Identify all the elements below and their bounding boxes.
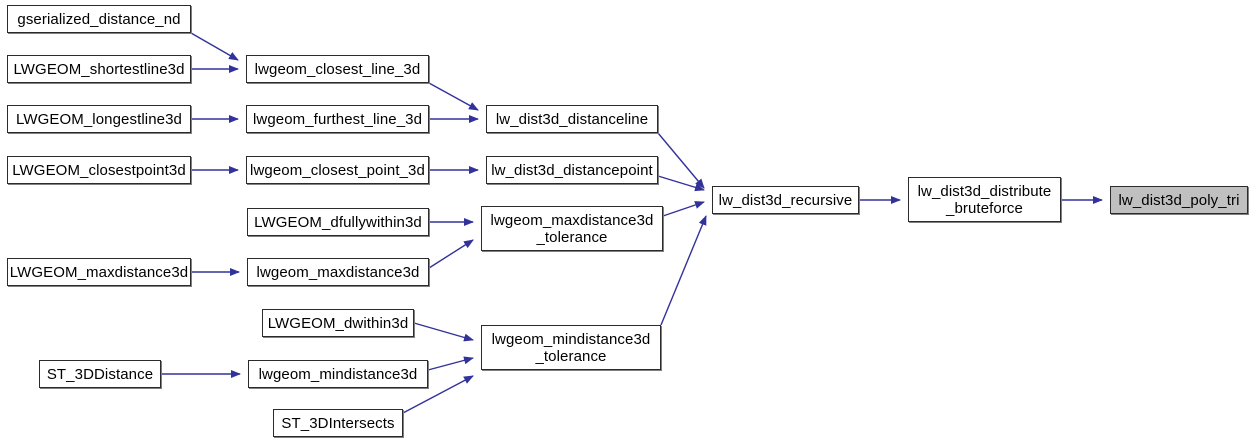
- edge-lw_dist3d_distancepoint-to-lw_dist3d_recursive: [657, 175, 705, 192]
- node-label: LWGEOM_dfullywithin3d: [254, 213, 422, 231]
- edge-lwgeom_maxdistance3d_tolerance-to-lw_dist3d_recursive: [662, 201, 705, 217]
- node-label: lwgeom_mindistance3d _tolerance: [491, 330, 651, 365]
- node-label: lwgeom_closest_point_3d: [250, 161, 425, 179]
- node-label: lw_dist3d_distribute _bruteforce: [917, 182, 1052, 217]
- edge-lwgeom_maxdistance3d-to-lwgeom_maxdistance3d_tolerance: [428, 239, 474, 269]
- node-label: gserialized_distance_nd: [17, 10, 181, 28]
- node-label: LWGEOM_longestline3d: [16, 110, 182, 128]
- node-LWGEOM_closestpoint3d[interactable]: LWGEOM_closestpoint3d: [7, 156, 191, 184]
- node-lw_dist3d_distanceline[interactable]: lw_dist3d_distanceline: [486, 105, 658, 133]
- node-label: lwgeom_maxdistance3d _tolerance: [490, 211, 654, 246]
- node-gserialized_distance_nd[interactable]: gserialized_distance_nd: [7, 5, 191, 33]
- node-label: ST_3DDistance: [46, 365, 154, 383]
- node-lw_dist3d_distribute_bruteforce[interactable]: lw_dist3d_distribute _bruteforce: [908, 177, 1061, 222]
- node-label: LWGEOM_closestpoint3d: [12, 161, 186, 179]
- edge-lwgeom_closest_line_3d-to-lw_dist3d_distanceline: [428, 82, 479, 111]
- node-lwgeom_furthest_line_3d[interactable]: lwgeom_furthest_line_3d: [246, 105, 429, 133]
- node-lwgeom_maxdistance3d[interactable]: lwgeom_maxdistance3d: [247, 258, 429, 286]
- node-lwgeom_closest_point_3d[interactable]: lwgeom_closest_point_3d: [246, 156, 429, 184]
- node-lw_dist3d_poly_tri[interactable]: lw_dist3d_poly_tri: [1110, 186, 1248, 214]
- node-label: lwgeom_furthest_line_3d: [252, 110, 423, 128]
- node-lwgeom_mindistance3d[interactable]: lwgeom_mindistance3d: [248, 360, 428, 388]
- edge-lwgeom_mindistance3d_tolerance-to-lw_dist3d_recursive: [660, 215, 707, 326]
- edge-LWGEOM_dwithin3d-to-lwgeom_mindistance3d_tolerance: [413, 322, 474, 342]
- node-ST_3DDistance[interactable]: ST_3DDistance: [39, 360, 161, 388]
- node-label: LWGEOM_dwithin3d: [267, 314, 409, 332]
- node-label: lwgeom_closest_line_3d: [254, 60, 421, 78]
- edge-lwgeom_mindistance3d-to-lwgeom_mindistance3d_tolerance: [427, 356, 474, 371]
- node-LWGEOM_dfullywithin3d[interactable]: LWGEOM_dfullywithin3d: [247, 208, 429, 236]
- node-lwgeom_closest_line_3d[interactable]: lwgeom_closest_line_3d: [246, 55, 429, 83]
- node-label: lw_dist3d_poly_tri: [1118, 191, 1240, 209]
- node-LWGEOM_maxdistance3d[interactable]: LWGEOM_maxdistance3d: [7, 258, 191, 286]
- edge-lw_dist3d_distanceline-to-lw_dist3d_recursive: [657, 132, 705, 189]
- node-label: lw_dist3d_distancepoint: [491, 161, 653, 179]
- node-LWGEOM_longestline3d[interactable]: LWGEOM_longestline3d: [7, 105, 191, 133]
- node-label: lw_dist3d_distanceline: [495, 110, 649, 128]
- node-lwgeom_mindistance3d_tolerance[interactable]: lwgeom_mindistance3d _tolerance: [481, 325, 661, 370]
- node-LWGEOM_dwithin3d[interactable]: LWGEOM_dwithin3d: [262, 309, 414, 337]
- node-lw_dist3d_recursive[interactable]: lw_dist3d_recursive: [712, 186, 859, 214]
- node-ST_3DIntersects[interactable]: ST_3DIntersects: [273, 409, 403, 437]
- node-label: LWGEOM_shortestline3d: [13, 60, 185, 78]
- node-lw_dist3d_distancepoint[interactable]: lw_dist3d_distancepoint: [486, 156, 658, 184]
- node-label: lwgeom_maxdistance3d: [256, 263, 420, 281]
- edge-gserialized_distance_nd-to-lwgeom_closest_line_3d: [190, 32, 239, 61]
- node-lwgeom_maxdistance3d_tolerance[interactable]: lwgeom_maxdistance3d _tolerance: [481, 206, 663, 251]
- node-label: ST_3DIntersects: [281, 414, 395, 432]
- node-label: lwgeom_mindistance3d: [258, 365, 418, 383]
- node-label: LWGEOM_maxdistance3d: [9, 263, 189, 281]
- node-LWGEOM_shortestline3d[interactable]: LWGEOM_shortestline3d: [7, 55, 191, 83]
- node-label: lw_dist3d_recursive: [718, 191, 853, 209]
